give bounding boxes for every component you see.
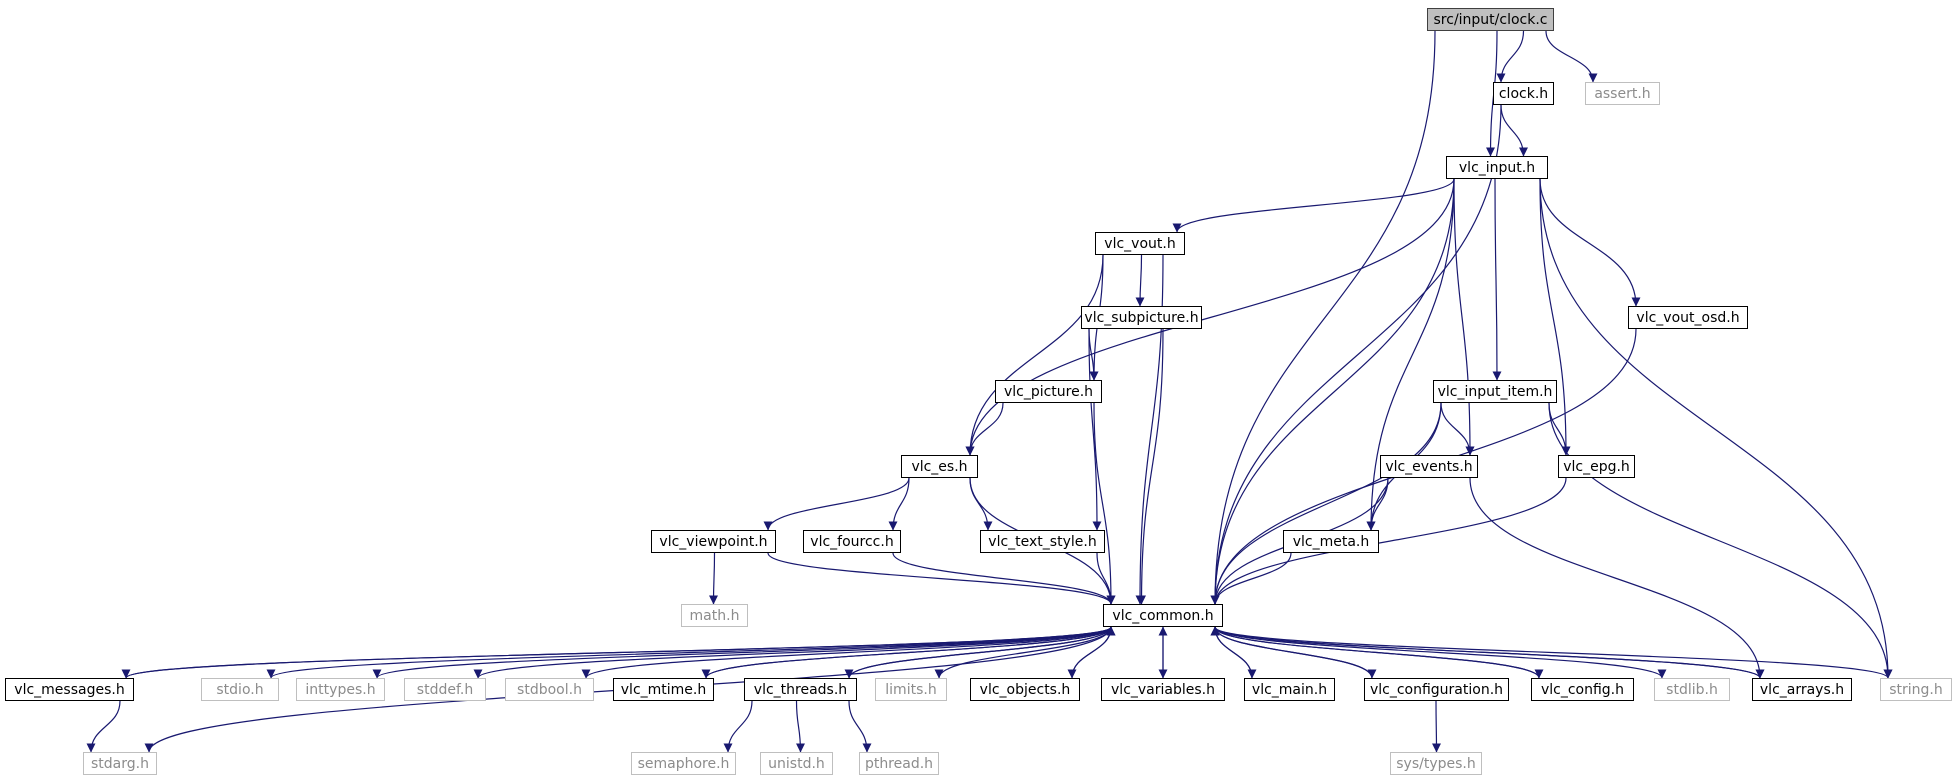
edge-vlc-es-h-to-vlc-fourcc-h [888,477,910,531]
node-sys-types-h: sys/types.h [1390,752,1482,775]
edge-vlc-configuration-h-to-sys-types-h [1431,700,1441,753]
node-string-h: string.h [1880,678,1952,701]
node-vlc-config-h[interactable]: vlc_config.h [1531,678,1634,701]
node-vlc-viewpoint-h[interactable]: vlc_viewpoint.h [651,530,776,553]
edge-vlc-vout-h-to-vlc-subpicture-h [1135,254,1145,307]
edge-vlc-viewpoint-h-to-math-h [709,552,719,605]
edge-vlc-config-h-to-vlc-common-h [1210,626,1540,679]
edge-vlc-fourcc-h-to-vlc-common-h [892,552,1116,605]
edge-vlc-threads-h-to-unistd-h [795,700,805,753]
node-unistd-h: unistd.h [760,752,833,775]
edge-vlc-configuration-h-to-vlc-common-h [1210,626,1373,679]
edge-vlc-vout-h-to-vlc-es-h [965,254,1104,456]
edge-vlc-subpicture-h-to-vlc-common-h [1137,328,1164,605]
node-vlc-common-h[interactable]: vlc_common.h [1103,604,1223,627]
edge-vlc-common-h-to-stdio-h [266,626,1112,679]
edge-vlc-picture-h-to-vlc-es-h [965,402,1004,456]
node-vlc-main-h[interactable]: vlc_main.h [1244,678,1335,701]
edge-vlc-input-h-to-vlc-vout-h [1172,178,1455,233]
dependency-edges [86,30,1893,753]
edge-vlc-threads-h-to-semaphore-h [723,700,753,753]
node-vlc-input-item-h[interactable]: vlc_input_item.h [1433,380,1557,403]
node-inttypes-h: inttypes.h [296,678,385,701]
node-pthread-h: pthread.h [859,752,939,775]
node-limits-h: limits.h [875,678,947,701]
edge-vlc-messages-h-to-stdarg-h [86,700,121,753]
node-vlc-arrays-h[interactable]: vlc_arrays.h [1752,678,1852,701]
edge-vlc-messages-h-to-vlc-common-h [125,626,1116,679]
node-vlc-vout-h[interactable]: vlc_vout.h [1095,232,1185,255]
edge-vlc-input-item-h-to-vlc-events-h [1440,402,1475,456]
node-vlc-vout-osd-h[interactable]: vlc_vout_osd.h [1628,306,1748,329]
node-vlc-variables-h[interactable]: vlc_variables.h [1101,678,1225,701]
node-vlc-picture-h[interactable]: vlc_picture.h [995,380,1102,403]
node-clock-h[interactable]: clock.h [1493,82,1554,105]
edge-vlc-objects-h-to-vlc-common-h [1071,626,1116,679]
edge-vlc-input-h-to-string-h [1539,178,1893,679]
node-math-h: math.h [681,604,748,627]
node-vlc-messages-h[interactable]: vlc_messages.h [5,678,134,701]
edge-vlc-common-h-to-stdbool-h [581,626,1112,679]
edge-vlc-input-h-to-vlc-es-h [965,178,1455,456]
edge-vlc-common-h-to-limits-h [934,626,1112,679]
node-vlc-configuration-h[interactable]: vlc_configuration.h [1364,678,1509,701]
edge-vlc-epg-h-to-vlc-common-h [1210,477,1567,605]
node-vlc-es-h[interactable]: vlc_es.h [901,455,978,478]
edge-vlc-input-h-to-vlc-events-h [1453,178,1475,456]
edge-vlc-common-h-to-string-h [1214,626,1893,679]
node-vlc-subpicture-h[interactable]: vlc_subpicture.h [1081,306,1202,329]
edge-vlc-arrays-h-to-vlc-common-h [1210,626,1761,679]
edge-vlc-input-h-to-vlc-vout-osd-h [1539,178,1641,307]
node-vlc-fourcc-h[interactable]: vlc_fourcc.h [803,530,901,553]
edge-vlc-meta-h-to-vlc-common-h [1210,552,1292,605]
node-vlc-events-h[interactable]: vlc_events.h [1380,455,1478,478]
node-vlc-mtime-h[interactable]: vlc_mtime.h [613,678,714,701]
node-vlc-meta-h[interactable]: vlc_meta.h [1283,530,1379,553]
node-stdio-h: stdio.h [201,678,279,701]
edge-vlc-common-h-to-stdlib-h [1214,626,1667,679]
edge-clock-c-to-assert-h [1545,30,1598,83]
node-stdarg-h: stdarg.h [83,752,157,775]
node-clock-c: src/input/clock.c [1427,8,1554,31]
edge-vlc-threads-h-to-vlc-common-h [848,626,1116,679]
node-semaphore-h: semaphore.h [631,752,736,775]
edge-vlc-common-h-to-inttypes-h [372,626,1112,679]
node-assert-h: assert.h [1585,82,1660,105]
edge-vlc-common-h-to-stddef-h [473,626,1112,679]
edge-clock-c-to-clock-h [1496,30,1525,83]
edge-vlc-threads-h-to-pthread-h [848,700,872,753]
node-vlc-objects-h[interactable]: vlc_objects.h [970,678,1080,701]
edge-vlc-input-item-h-to-vlc-common-h [1210,402,1442,605]
node-stdbool-h: stdbool.h [505,678,594,701]
edge-vlc-picture-h-to-vlc-common-h [1093,402,1116,605]
edge-vlc-subpicture-h-to-vlc-text-style-h [1088,328,1102,531]
edge-vlc-es-h-to-vlc-viewpoint-h [763,477,910,531]
edge-vlc-input-item-h-to-string-h [1548,402,1893,679]
edge-vlc-input-h-to-vlc-common-h [1210,178,1455,605]
edge-vlc-mtime-h-to-vlc-common-h [705,626,1116,679]
edge-vlc-text-style-h-to-vlc-common-h [1096,552,1116,605]
edge-vlc-events-h-to-vlc-arrays-h [1469,477,1765,679]
node-stddef-h: stddef.h [404,678,486,701]
node-vlc-threads-h[interactable]: vlc_threads.h [744,678,857,701]
edge-vlc-es-h-to-vlc-text-style-h [969,477,993,531]
edge-vlc-viewpoint-h-to-vlc-common-h [767,552,1116,605]
edge-clock-h-to-vlc-common-h [1210,104,1502,605]
edge-vlc-input-h-to-vlc-input-item-h [1492,178,1502,381]
edge-clock-c-to-vlc-common-h [1210,30,1436,605]
edge-clock-h-to-vlc-input-h [1500,104,1528,157]
edge-vlc-input-h-to-vlc-epg-h [1539,178,1571,456]
node-stdlib-h: stdlib.h [1654,678,1730,701]
node-vlc-epg-h[interactable]: vlc_epg.h [1558,455,1635,478]
edge-vlc-input-h-to-vlc-meta-h [1366,178,1455,531]
node-vlc-input-h[interactable]: vlc_input.h [1446,156,1548,179]
node-vlc-text-style-h[interactable]: vlc_text_style.h [980,530,1105,553]
